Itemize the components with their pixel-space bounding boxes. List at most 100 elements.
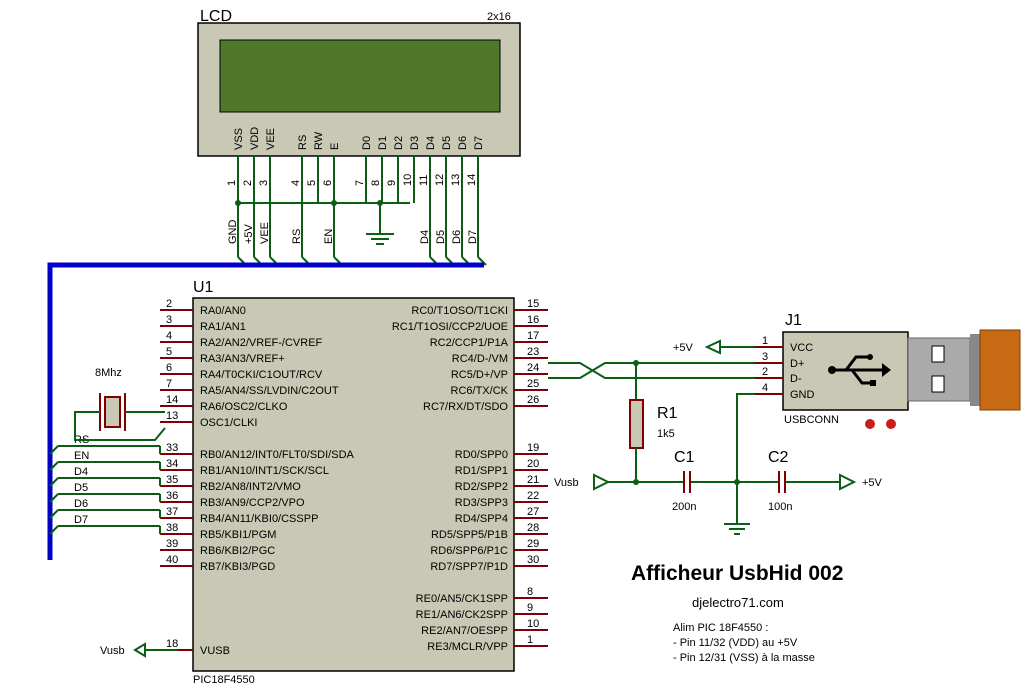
u1-pin-name: RE1/AN6/CK2SPP <box>416 609 508 621</box>
lcd-pin-name: VEE <box>265 128 277 150</box>
u1-pin-name: RD2/SPP2 <box>455 481 508 493</box>
u1-pin-number: 6 <box>166 362 172 374</box>
c1-value: 200n <box>672 501 696 513</box>
lcd-net-label: D5 <box>435 230 447 244</box>
footer-note-3: - Pin 12/31 (VSS) à la masse <box>673 652 815 664</box>
lcd-pin-name: VDD <box>249 127 261 150</box>
lcd-net-label: D4 <box>419 230 431 244</box>
u1-pin-name: RB3/AN9/CCP2/VPO <box>200 497 305 509</box>
bus-net-label: D4 <box>74 466 88 478</box>
u1-pin-number: 9 <box>527 602 533 614</box>
plus5v-right-label: +5V <box>862 477 883 489</box>
u1-pin-number: 2 <box>166 298 172 310</box>
u1-pin-number: 4 <box>166 330 172 342</box>
u1-pin-number: 26 <box>527 394 539 406</box>
footer-title: Afficheur UsbHid 002 <box>631 562 843 585</box>
u1-pin-name: RB1/AN10/INT1/SCK/SCL <box>200 465 329 477</box>
lcd-net-label: GND <box>227 220 239 245</box>
u1-pin-number: 14 <box>166 394 178 406</box>
u1-pin-number: 8 <box>527 586 533 598</box>
usb-circuit: +5V R1 1k5 Vusb C1 200n C2 100n +5V <box>548 339 883 535</box>
lcd-pin-name: D1 <box>377 136 389 150</box>
r1-ref: R1 <box>657 405 678 422</box>
u1-pin-name: RD7/SPP7/P1D <box>430 561 508 573</box>
lcd-pin-number: 1 <box>226 180 238 186</box>
lcd-pin-name: VSS <box>233 128 245 150</box>
vusb-power-terminal: Vusb <box>100 642 178 658</box>
u1-pin-number: 37 <box>166 506 178 518</box>
u1-pin-name: RA3/AN3/VREF+ <box>200 353 285 365</box>
footer: Afficheur UsbHid 002 djelectro71.com Ali… <box>631 562 843 664</box>
usb-icon <box>833 355 882 385</box>
u1-pin-number: 36 <box>166 490 178 502</box>
lcd-pin-number: 4 <box>290 180 302 186</box>
c2-ref: C2 <box>768 449 789 466</box>
u1-pin-name: RE2/AN7/OESPP <box>421 625 508 637</box>
r1-value: 1k5 <box>657 428 675 440</box>
u1-pin-number: 1 <box>527 634 533 646</box>
lcd-pin-name: E <box>329 143 341 150</box>
plus5v-label: +5V <box>673 342 694 354</box>
u1-pin-name: RA2/AN2/VREF-/CVREF <box>200 337 323 349</box>
lcd-pin-number: 9 <box>386 180 398 186</box>
u1-pin-name: RA6/OSC2/CLKO <box>200 401 288 413</box>
u1-pin-name: RD5/SPP5/P1B <box>431 529 508 541</box>
u1-pin-name: RA5/AN4/SS/LVDIN/C2OUT <box>200 385 339 397</box>
lcd-pin-number: 8 <box>370 180 382 186</box>
footer-site: djelectro71.com <box>692 595 784 610</box>
u1-pin-number: 16 <box>527 314 539 326</box>
c2-value: 100n <box>768 501 792 513</box>
u1-pin-number: 35 <box>166 474 178 486</box>
lcd-pin-number: 5 <box>306 180 318 186</box>
u1-pin-name: OSC1/CLKI <box>200 417 257 429</box>
u1-pin-number: 22 <box>527 490 539 502</box>
u1-pin-number: 38 <box>166 522 178 534</box>
u1-pin-name: RB4/AN11/KBI0/CSSPP <box>200 513 318 525</box>
u1-pin-name: RD0/SPP0 <box>455 449 508 461</box>
lcd-pin-number: 10 <box>402 174 414 186</box>
u1-pin-number: 18 <box>166 638 178 650</box>
u1-ref: U1 <box>193 279 214 296</box>
lcd-pin-number: 12 <box>434 174 446 186</box>
u1-pin-number: 15 <box>527 298 539 310</box>
crystal-value: 8Mhz <box>95 367 122 379</box>
u1-pin-name: RD4/SPP4 <box>455 513 508 525</box>
lcd-pin-name: D5 <box>441 136 453 150</box>
lcd-pin-name: D6 <box>457 136 469 150</box>
u1-pin-number: 23 <box>527 346 539 358</box>
u1-pin-name: RE3/MCLR/VPP <box>427 641 508 653</box>
lcd-pin-name: RS <box>297 135 309 150</box>
lcd-pin-number: 11 <box>418 175 430 186</box>
usb-icon-arrow <box>882 363 891 377</box>
u1-pin-name: RC2/CCP1/P1A <box>430 337 509 349</box>
lcd-pin-number: 3 <box>258 180 270 186</box>
mount-hole <box>865 419 875 429</box>
u1-pin-number: 29 <box>527 538 539 550</box>
j1-pin-number: 2 <box>762 366 768 378</box>
lcd-pin-number: 6 <box>322 180 334 186</box>
u1-pin-number: 25 <box>527 378 539 390</box>
j1-pin-number: 4 <box>762 382 768 394</box>
u1-pin-name: VUSB <box>200 645 230 657</box>
u1-pin-name: RD6/SPP6/P1C <box>430 545 508 557</box>
j1-part: USBCONN <box>784 414 839 426</box>
j1-pin-name: GND <box>790 389 815 401</box>
u1-pin-number: 7 <box>166 378 172 390</box>
u1-pin-number: 10 <box>527 618 539 630</box>
lcd-net-label: +5V <box>243 223 255 244</box>
vusb-rail-label: Vusb <box>554 477 579 489</box>
u1-pin-name: RC4/D-/VM <box>452 353 508 365</box>
lcd-pin-name: D2 <box>393 136 405 150</box>
j1-pin-name: D+ <box>790 358 804 370</box>
u1-pin-name: RC5/D+/VP <box>451 369 508 381</box>
u1-part: PIC18F4550 <box>193 674 255 686</box>
u1-pin-name: RB7/KBI3/PGD <box>200 561 275 573</box>
j1-pin-name: D- <box>790 373 802 385</box>
lcd-pin-number: 2 <box>242 180 254 186</box>
u1-pin-name: RA1/AN1 <box>200 321 246 333</box>
bus-net-label: D5 <box>74 482 88 494</box>
u1-pin-name: RA0/AN0 <box>200 305 246 317</box>
u1-pin-number: 27 <box>527 506 539 518</box>
